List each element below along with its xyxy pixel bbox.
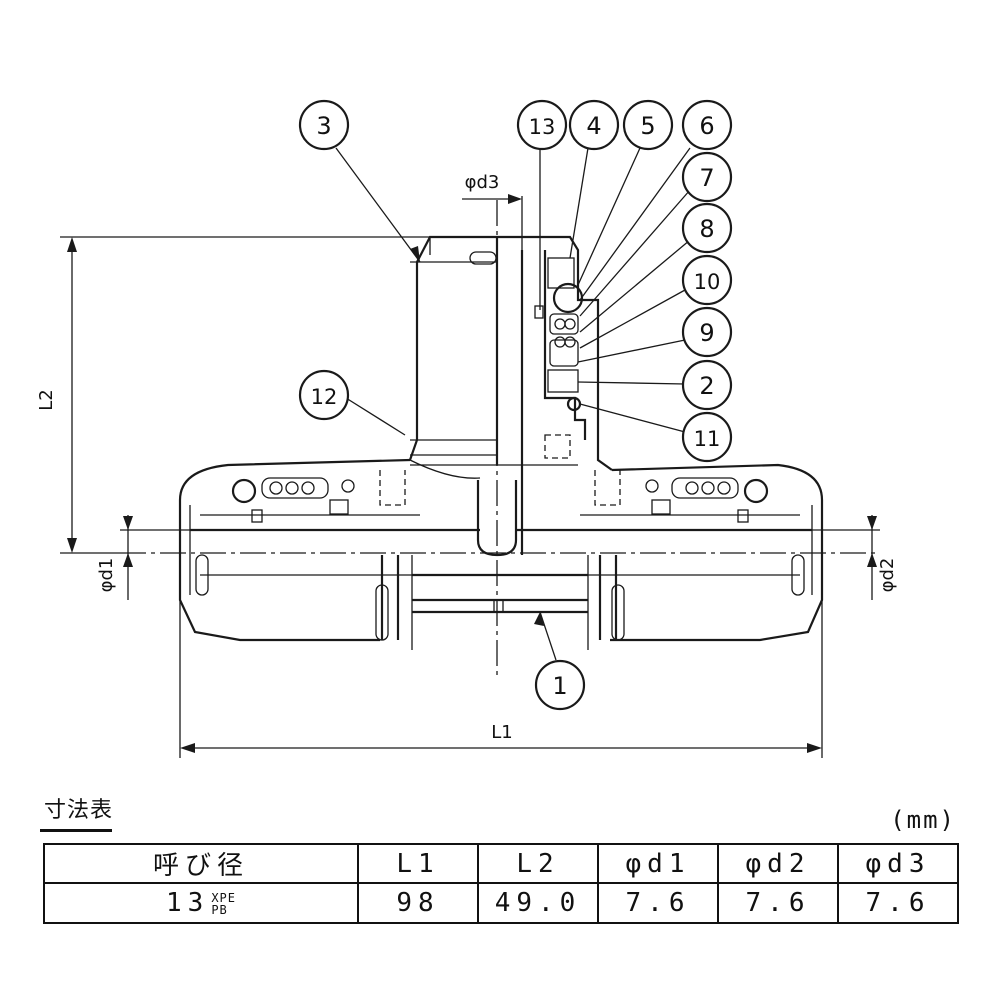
table-header-row: 呼び径 L1 L2 φd1 φd2 φd3 — [43, 843, 959, 884]
dim-label-d2: φd2 — [877, 558, 898, 593]
svg-text:4: 4 — [586, 112, 601, 140]
header-l2: L2 — [477, 843, 599, 884]
callout-11: 11 — [681, 411, 733, 463]
svg-text:9: 9 — [699, 319, 714, 347]
callout-12: 12 — [298, 369, 350, 421]
callout-10: 10 — [681, 254, 733, 306]
callout-8: 8 — [681, 202, 733, 254]
svg-text:1: 1 — [552, 672, 567, 700]
callout-1: 1 — [534, 659, 586, 711]
header-d3: φd3 — [837, 843, 959, 884]
table-title-underline — [40, 829, 112, 832]
svg-text:6: 6 — [699, 112, 714, 140]
cell-l1: 98 — [357, 882, 479, 924]
svg-text:11: 11 — [694, 427, 721, 451]
branch-socket — [408, 235, 613, 557]
size-material-pb: PB — [211, 902, 228, 917]
header-nominal-size: 呼び径 — [43, 843, 359, 884]
callout-6: 6 — [681, 99, 733, 151]
main-run-body — [178, 458, 824, 650]
header-l1: L1 — [357, 843, 479, 884]
cell-l2: 49.0 — [477, 882, 599, 924]
leader-lines — [335, 147, 691, 661]
svg-text:7: 7 — [699, 164, 714, 192]
unit-label: (mm) — [890, 806, 956, 834]
callout-3: 3 — [298, 99, 350, 151]
cell-d1: 7.6 — [597, 882, 719, 924]
dim-label-l2: L2 — [36, 389, 57, 410]
callout-13: 13 — [516, 99, 568, 151]
cell-d3: 7.6 — [837, 882, 959, 924]
svg-text:13: 13 — [529, 115, 556, 139]
callout-group: 3 13 4 5 6 7 8 10 — [298, 99, 733, 711]
callout-5: 5 — [622, 99, 674, 151]
svg-text:5: 5 — [640, 112, 655, 140]
dim-label-d1: φd1 — [96, 558, 117, 593]
callout-9: 9 — [681, 306, 733, 358]
header-d1: φd1 — [597, 843, 719, 884]
dim-label-d3: φd3 — [465, 172, 500, 193]
callout-2: 2 — [681, 359, 733, 411]
callout-4: 4 — [568, 99, 620, 151]
fitting-cross-section-drawing: L2 L1 φd1 φd2 φd3 3 13 4 — [36, 99, 898, 758]
size-material-xpe: XPE — [211, 890, 236, 905]
callout-7: 7 — [681, 151, 733, 203]
svg-text:8: 8 — [699, 215, 714, 243]
svg-text:3: 3 — [316, 112, 331, 140]
svg-text:10: 10 — [694, 270, 721, 294]
cell-d2: 7.6 — [717, 882, 839, 924]
table-title: 寸法表 — [44, 798, 114, 823]
header-d2: φd2 — [717, 843, 839, 884]
size-main: 13 — [166, 888, 210, 918]
svg-text:12: 12 — [311, 385, 338, 409]
dimension-lines — [60, 194, 880, 758]
svg-text:2: 2 — [699, 372, 714, 400]
dim-label-l1: L1 — [491, 722, 512, 743]
